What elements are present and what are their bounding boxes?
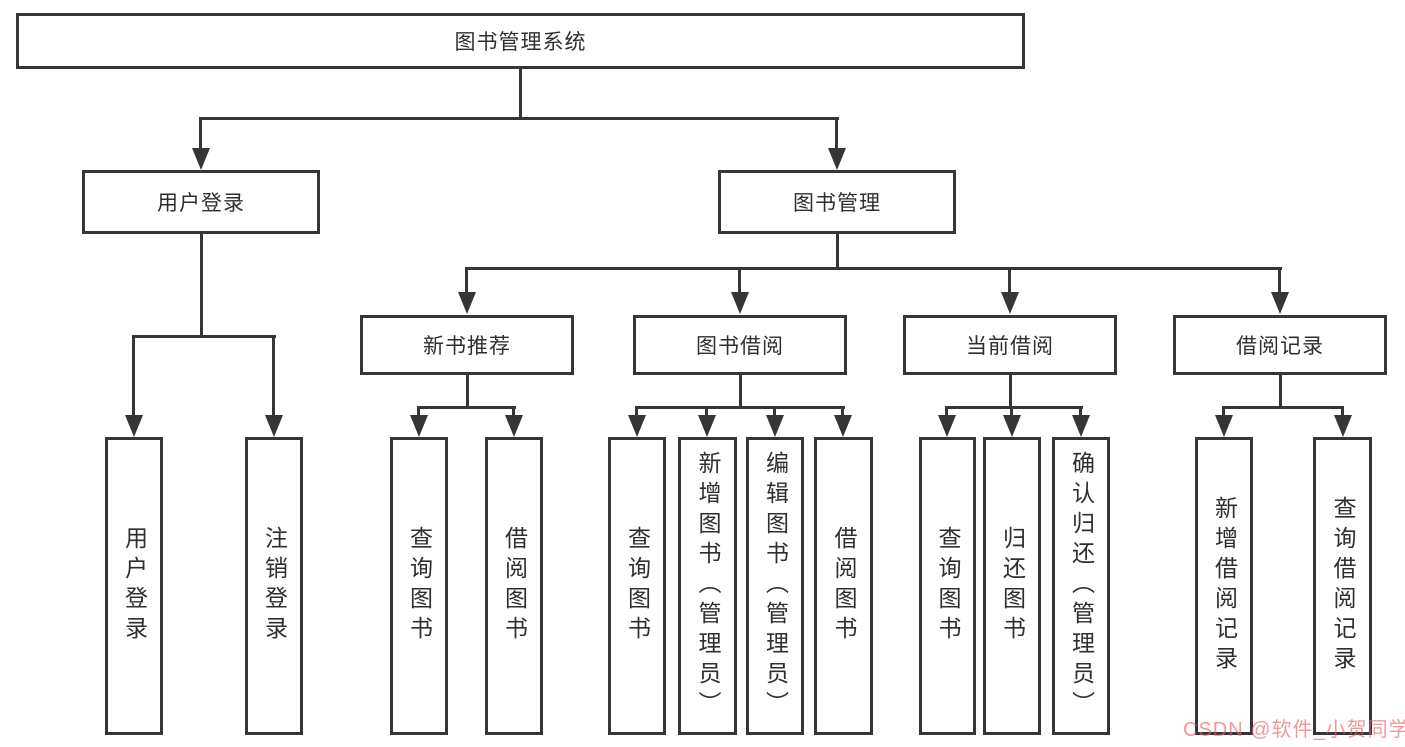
arrow-down-icon [410, 406, 428, 437]
leaf-return-book: 归还图书 [983, 437, 1041, 735]
node-new-book-recommend: 新书推荐 [360, 315, 574, 375]
node-user-login: 用户登录 [82, 170, 320, 234]
arrow-down-icon [1003, 406, 1021, 437]
leaf-logout-label: 注销登录 [261, 526, 288, 646]
connector-borrow-rail [635, 406, 845, 409]
connector-level2-rail [200, 117, 839, 120]
arrow-down-icon [125, 335, 143, 437]
csdn-watermark: CSDN @软件_小贺同学 [1183, 719, 1405, 741]
connector-records-rail [1223, 406, 1344, 409]
leaf-logout: 注销登录 [245, 437, 303, 735]
node-borrow-records: 借阅记录 [1173, 315, 1387, 375]
node-new-book-recommend-label: 新书推荐 [423, 335, 511, 358]
connector-level3-rail [466, 267, 1282, 270]
arrow-down-icon [834, 406, 852, 437]
leaf-current-query-book-label: 查询图书 [935, 526, 961, 646]
node-current-borrow: 当前借阅 [903, 315, 1117, 375]
node-book-borrow-label: 图书借阅 [696, 335, 784, 358]
leaf-return-book-label: 归还图书 [999, 526, 1026, 646]
connector-current-stem [1009, 373, 1012, 409]
leaf-confirm-return-admin: 确认归还（管理员） [1052, 437, 1110, 735]
leaf-query-borrow-record: 查询借阅记录 [1313, 437, 1372, 735]
leaf-recommend-query-book-label: 查询图书 [406, 526, 433, 646]
leaf-query-borrow-record-label: 查询借阅记录 [1330, 496, 1356, 676]
leaf-borrow-book: 借阅图书 [814, 437, 873, 735]
connector-book-mgmt-stem [836, 232, 839, 270]
node-user-login-label: 用户登录 [157, 192, 245, 215]
leaf-recommend-borrow-book-label: 借阅图书 [501, 526, 528, 646]
arrow-down-icon [698, 406, 716, 437]
leaf-borrow-query-book-label: 查询图书 [624, 526, 651, 646]
arrow-down-icon [1072, 406, 1090, 437]
arrow-down-icon [766, 406, 784, 437]
arrow-down-icon [265, 335, 283, 437]
connector-records-stem [1279, 373, 1282, 409]
leaf-recommend-borrow-book: 借阅图书 [485, 437, 543, 735]
node-root-label: 图书管理系统 [454, 31, 587, 54]
arrow-down-icon [731, 267, 749, 314]
connector-user-login-stem [200, 232, 203, 338]
node-book-management-label: 图书管理 [793, 192, 881, 215]
node-borrow-records-label: 借阅记录 [1236, 335, 1324, 358]
connector-recommend-stem [466, 373, 469, 409]
leaf-borrow-book-label: 借阅图书 [831, 526, 857, 646]
arrow-down-icon [458, 267, 476, 314]
leaf-edit-book-admin-label: 编辑图书（管理员） [762, 451, 789, 721]
connector-recommend-rail [417, 406, 516, 409]
leaf-user-login-label: 用户登录 [121, 526, 148, 646]
arrow-down-icon [628, 406, 646, 437]
connector-user-login-rail [132, 335, 276, 338]
node-current-borrow-label: 当前借阅 [966, 335, 1054, 358]
arrow-down-icon [505, 406, 523, 437]
leaf-current-query-book: 查询图书 [919, 437, 976, 735]
arrow-down-icon [1271, 267, 1289, 314]
leaf-add-borrow-record: 新增借阅记录 [1195, 437, 1253, 735]
connector-borrow-stem [739, 373, 742, 409]
connector-current-rail [946, 406, 1083, 409]
node-book-borrow: 图书借阅 [633, 315, 847, 375]
arrow-down-icon [1334, 406, 1352, 437]
arrow-down-icon [1001, 267, 1019, 314]
leaf-add-borrow-record-label: 新增借阅记录 [1211, 496, 1238, 676]
leaf-edit-book-admin: 编辑图书（管理员） [746, 437, 804, 735]
arrow-down-icon [1215, 406, 1233, 437]
leaf-confirm-return-admin-label: 确认归还（管理员） [1068, 451, 1095, 721]
leaf-borrow-query-book: 查询图书 [608, 437, 666, 735]
leaf-user-login: 用户登录 [105, 437, 163, 735]
leaf-add-book-admin: 新增图书（管理员） [678, 437, 737, 735]
node-book-management: 图书管理 [718, 170, 956, 234]
leaf-recommend-query-book: 查询图书 [390, 437, 448, 735]
leaf-add-book-admin-label: 新增图书（管理员） [695, 451, 721, 721]
arrow-down-icon [192, 117, 210, 170]
node-root: 图书管理系统 [16, 13, 1025, 69]
connector-root-stem [519, 69, 522, 119]
arrow-down-icon [828, 117, 846, 170]
arrow-down-icon [938, 406, 956, 437]
